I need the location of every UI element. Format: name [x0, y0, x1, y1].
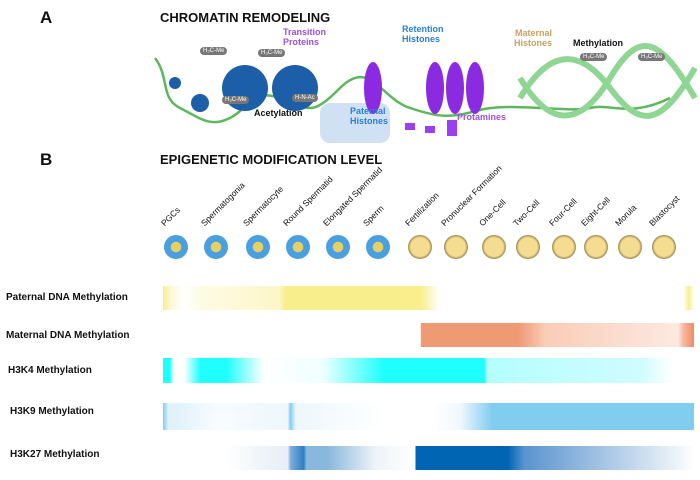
stage-label: Spermatocyte — [240, 183, 286, 228]
cell-icon — [164, 235, 188, 259]
row-label: H3K4 Methylation — [8, 365, 92, 376]
cell-icon — [584, 235, 608, 259]
h3k9-methylation-bar — [163, 403, 694, 430]
label-protamines: Protamines — [457, 112, 507, 122]
row-label: H3K27 Methylation — [10, 449, 100, 460]
cell-icon — [552, 235, 576, 259]
nucleosome — [272, 65, 318, 111]
dna-helix — [517, 56, 698, 119]
stage-label: One-Cell — [476, 197, 508, 228]
tag-acetyl: H-N-Ac — [292, 94, 318, 102]
stage-label: PGCs — [158, 204, 183, 228]
cell-icon — [204, 235, 228, 259]
panel-b-title: EPIGENETIC MODIFICATION LEVEL — [160, 152, 383, 167]
tag-methyl: H₃C-Me — [258, 49, 286, 57]
label-paternal-histones: Paternal Histones — [350, 106, 389, 126]
label-maternal-histones: Maternal Histones — [513, 28, 552, 48]
cell-icon — [286, 235, 310, 259]
row-label: Maternal DNA Methylation — [6, 330, 130, 341]
dna-strand — [153, 57, 671, 124]
cell-icon — [408, 235, 432, 259]
cell-icon — [516, 235, 540, 259]
label-acetylation: Acetylation — [254, 108, 303, 118]
tag-methyl: H₃C-Me — [580, 53, 608, 61]
cell-icon — [366, 235, 390, 259]
nucleosome — [222, 65, 268, 111]
stage-label: Blastocyst — [646, 193, 682, 228]
label-methylation: Methylation — [573, 38, 624, 48]
tag-methyl: H₃C-Me — [638, 53, 666, 61]
cell-icon — [482, 235, 506, 259]
panel-b-letter: B — [40, 150, 53, 169]
stage-label: Sperm — [360, 203, 386, 228]
label-retention-histones: Retention Histones — [402, 24, 444, 44]
stage-label: Fertilization — [402, 190, 441, 228]
cell-icon — [618, 235, 642, 259]
h3k27-methylation-bar — [163, 446, 694, 470]
cell-icon — [326, 235, 350, 259]
cell-icon — [652, 235, 676, 259]
stage-label: Two-Cell — [510, 197, 542, 228]
row-label: H3K9 Methylation — [10, 406, 94, 417]
maternal-dna-methylation-bar — [163, 323, 694, 347]
cell-icon — [246, 235, 270, 259]
tag-methyl: H₃C-Me — [222, 96, 250, 104]
stage-label: Pronuclear Formation — [438, 163, 504, 228]
cell-icon — [444, 235, 468, 259]
stage-label: Morula — [612, 202, 639, 228]
row-label: Paternal DNA Methylation — [6, 292, 128, 303]
h3k4-methylation-bar — [163, 358, 694, 383]
paternal-dna-methylation-bar — [163, 286, 694, 310]
stage-label: Eight-Cell — [578, 194, 613, 228]
stage-label: Four-Cell — [546, 196, 579, 228]
tag-methyl: H₃C-Me — [200, 47, 228, 55]
stage-label: Spermatogonia — [198, 180, 247, 228]
label-transition-proteins: Transition Proteins — [283, 27, 327, 47]
panel-a-title: CHROMATIN REMODELING — [160, 10, 331, 25]
panel-a-letter: A — [40, 8, 53, 27]
